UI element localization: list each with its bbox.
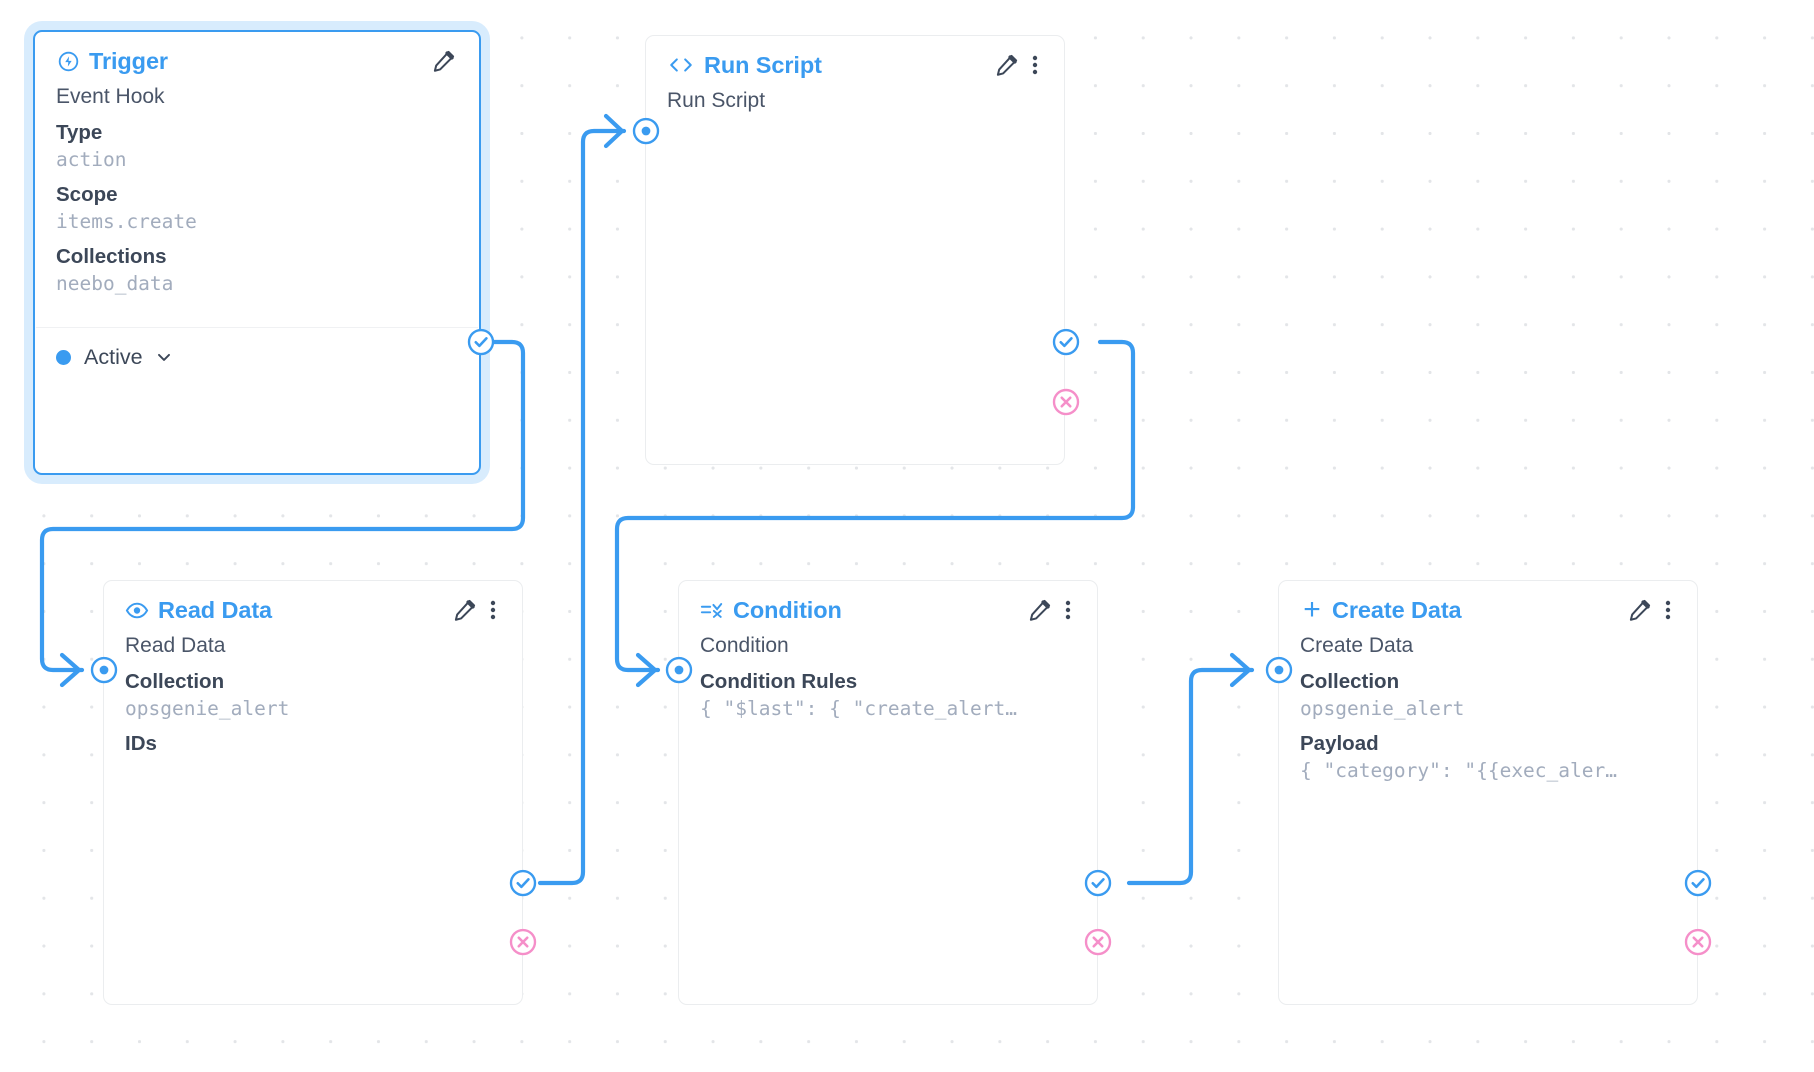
edit-pencil-icon[interactable]	[452, 597, 478, 623]
node-trigger[interactable]: Trigger Event Hook Type action Scope ite…	[33, 30, 481, 475]
create-data-success-port[interactable]	[1683, 868, 1713, 898]
run-script-success-port[interactable]	[1051, 327, 1081, 357]
node-run-script-title: Run Script	[704, 51, 822, 78]
field-label-collections: Collections	[56, 245, 167, 269]
status-dot-icon	[56, 349, 71, 365]
field-value-condition-rules: { "$last": { "create_alert…	[700, 697, 1017, 720]
node-create-data-body: Create Data Collection opsgenie_alert Pa…	[1279, 633, 1697, 782]
node-read-data[interactable]: Read Data Read Data Collection opsgenie_…	[103, 580, 523, 1005]
field-label-collection: Collection	[125, 669, 225, 693]
node-trigger-divider	[36, 326, 478, 329]
chevron-down-icon[interactable]	[154, 347, 174, 367]
node-trigger-row-title: Event Hook	[56, 85, 165, 108]
run-script-input-port[interactable]	[631, 116, 661, 146]
field-label-scope: Scope	[56, 183, 118, 207]
condition-reject-port[interactable]	[1083, 927, 1113, 957]
condition-success-port[interactable]	[1083, 868, 1113, 898]
eye-icon	[125, 598, 149, 622]
node-create-data-title-group: + Create Data	[1300, 593, 1462, 626]
node-condition-title-group: Condition	[700, 597, 842, 624]
node-condition[interactable]: Condition Condition Condition Rules { "$…	[678, 580, 1098, 1005]
read-data-input-port[interactable]	[89, 655, 119, 685]
field-value-scope: items.create	[56, 211, 197, 233]
create-data-reject-port[interactable]	[1683, 927, 1713, 957]
arrowhead-read-data-input	[59, 652, 82, 688]
wire-read-data-to-run-script	[537, 128, 627, 886]
node-run-script-body: Run Script	[646, 88, 1064, 113]
node-trigger-header: Trigger	[35, 32, 479, 84]
field-label-condition-rules: Condition Rules	[700, 669, 858, 693]
code-brackets-icon	[667, 53, 695, 77]
arrowhead-condition-input	[635, 652, 658, 688]
arrowhead-create-data-input	[1229, 652, 1252, 688]
field-label-payload: Payload	[1300, 732, 1379, 756]
wire-condition-to-create-data	[1126, 667, 1255, 886]
trigger-success-port[interactable]	[466, 327, 496, 357]
arrowhead-run-script-input	[603, 113, 625, 149]
node-trigger-title: Trigger	[89, 47, 168, 74]
node-condition-body: Condition Condition Rules { "$last": { "…	[679, 633, 1097, 720]
create-data-input-port[interactable]	[1264, 655, 1294, 685]
node-create-data-row-title: Create Data	[1300, 634, 1414, 657]
node-run-script-header: Run Script	[646, 36, 1064, 88]
node-condition-row-title: Condition	[700, 634, 789, 657]
plus-icon: +	[1303, 593, 1321, 626]
field-label-collection: Collection	[1300, 669, 1400, 693]
node-trigger-body: Event Hook Type action Scope items.creat…	[35, 84, 479, 296]
trigger-status-label: Active	[84, 344, 143, 369]
node-trigger-title-group: Trigger	[56, 48, 168, 75]
edit-pencil-icon[interactable]	[431, 48, 457, 74]
kebab-menu-icon[interactable]	[1057, 597, 1079, 623]
field-value-collection: opsgenie_alert	[125, 697, 290, 720]
run-script-reject-port[interactable]	[1051, 387, 1081, 417]
field-value-type: action	[56, 148, 127, 171]
field-value-payload: { "category": "{{exec_aler…	[1300, 760, 1617, 782]
node-read-data-title-group: Read Data	[125, 597, 272, 624]
kebab-menu-icon[interactable]	[1657, 597, 1679, 623]
condition-equals-icon	[700, 598, 724, 622]
field-label-type: Type	[56, 120, 103, 144]
node-read-data-header: Read Data	[104, 581, 522, 633]
node-read-data-body: Read Data Collection opsgenie_alert IDs	[104, 633, 522, 756]
trigger-status-dropdown[interactable]: Active	[35, 328, 479, 386]
bolt-circle-icon	[56, 49, 80, 73]
edit-pencil-icon[interactable]	[1027, 597, 1053, 623]
node-run-script[interactable]: Run Script Run Script	[645, 35, 1065, 465]
node-condition-header: Condition	[679, 581, 1097, 633]
node-run-script-row-title: Run Script	[667, 89, 766, 112]
condition-input-port[interactable]	[664, 655, 694, 685]
kebab-menu-icon[interactable]	[482, 597, 504, 623]
node-create-data-header: + Create Data	[1279, 581, 1697, 633]
node-run-script-title-group: Run Script	[667, 52, 822, 79]
edit-pencil-icon[interactable]	[994, 52, 1020, 78]
node-read-data-row-title: Read Data	[125, 634, 226, 657]
read-data-success-port[interactable]	[508, 868, 538, 898]
node-read-data-title: Read Data	[158, 596, 273, 623]
node-create-data-title: Create Data	[1332, 596, 1462, 623]
field-value-collection: opsgenie_alert	[1300, 697, 1465, 720]
field-label-ids: IDs	[125, 732, 157, 756]
node-condition-title: Condition	[733, 596, 842, 623]
node-create-data[interactable]: + Create Data Create Data Collection ops…	[1278, 580, 1698, 1005]
read-data-reject-port[interactable]	[508, 927, 538, 957]
kebab-menu-icon[interactable]	[1024, 52, 1046, 78]
edit-pencil-icon[interactable]	[1627, 597, 1653, 623]
field-value-collections: neebo_data	[56, 273, 174, 296]
